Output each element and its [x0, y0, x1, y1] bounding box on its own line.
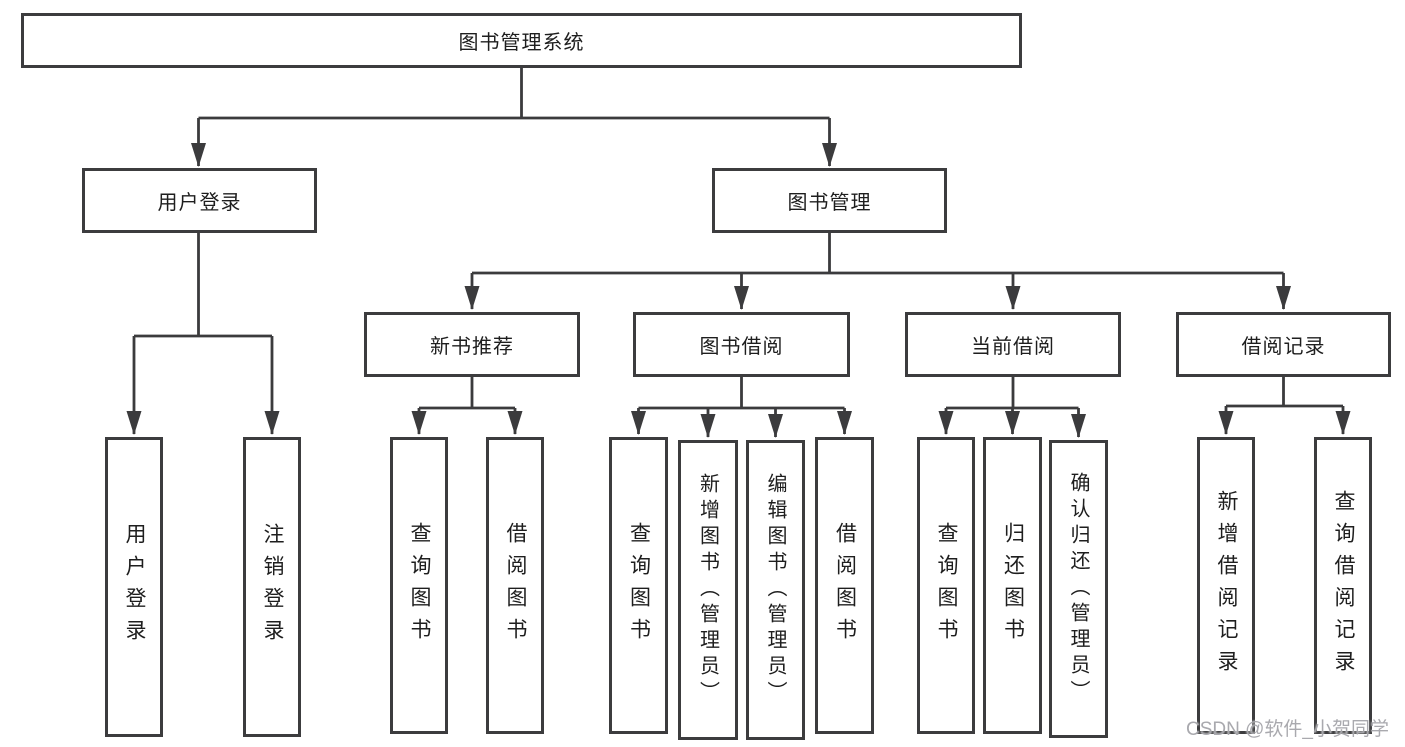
elbow-book-borrow: [638, 377, 845, 410]
leaf-user-login: 用户登录: [105, 437, 163, 737]
leaf-edit-book-admin: 编辑图书（管理员）: [746, 440, 805, 740]
elbow-user-login: [134, 233, 272, 338]
leaf-confirm-return-admin: 确认归还（管理员）: [1049, 440, 1108, 738]
leaf-query-borrow-record: 查询借阅记录: [1314, 437, 1372, 734]
leaf-query-books-borrow: 查询图书: [609, 437, 668, 734]
leaf-query-books-recommend: 查询图书: [390, 437, 448, 734]
leaf-add-borrow-record: 新增借阅记录: [1197, 437, 1255, 734]
node-book-management: 图书管理: [712, 168, 947, 233]
csdn-watermark: CSDN @软件_小贺同学: [1186, 719, 1389, 740]
elbow-root: [198, 68, 830, 120]
node-book-borrow: 图书借阅: [633, 312, 850, 377]
leaf-return-book: 归还图书: [983, 437, 1042, 734]
node-library-system-root: 图书管理系统: [21, 13, 1022, 68]
node-current-borrow: 当前借阅: [905, 312, 1121, 377]
elbow-current-borrow: [946, 377, 1079, 410]
leaf-logout: 注销登录: [243, 437, 301, 737]
node-new-book-recommend: 新书推荐: [364, 312, 580, 377]
elbow-borrow-records: [1226, 377, 1343, 408]
leaf-borrow-books: 借阅图书: [815, 437, 874, 734]
elbow-book-management: [472, 233, 1284, 275]
node-borrow-records: 借阅记录: [1176, 312, 1391, 377]
leaf-add-book-admin: 新增图书（管理员）: [678, 440, 738, 740]
leaf-query-books-current: 查询图书: [917, 437, 975, 734]
node-user-login: 用户登录: [82, 168, 317, 233]
elbow-new-book-recommend: [419, 377, 515, 410]
leaf-borrow-books-recommend: 借阅图书: [486, 437, 544, 734]
